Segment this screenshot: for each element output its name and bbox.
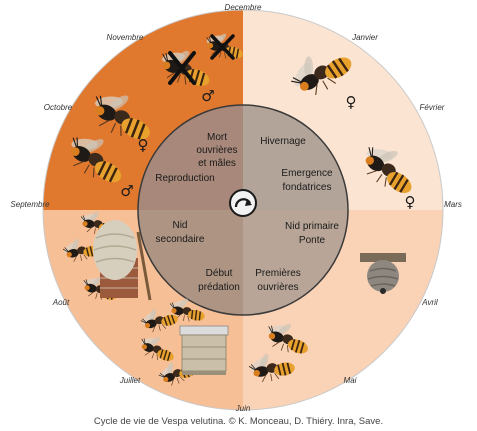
month-label-fevrier: Février (420, 103, 445, 112)
month-label-decembre: Decembre (225, 3, 262, 12)
cycle-arrow-icon (229, 189, 257, 217)
month-label-aout: Août (52, 298, 70, 307)
svg-text:prédation: prédation (198, 282, 240, 293)
phase-premieres-ouvrieres: Premières ouvrières (255, 268, 301, 293)
cross-mark-icon (168, 34, 235, 85)
phase-reproduction: Reproduction (155, 173, 214, 184)
female-symbol-icon: ♀ (138, 136, 149, 154)
phase-nid-primaire: Nid primaire Ponte (285, 221, 339, 246)
svg-text:Nid primaire: Nid primaire (285, 221, 339, 232)
svg-text:ouvrières: ouvrières (196, 145, 237, 156)
month-label-mai: Mai (344, 376, 357, 385)
svg-text:Premières: Premières (255, 268, 301, 279)
month-label-octobre: Octobre (44, 103, 73, 112)
phase-debut-predation: Début prédation (198, 268, 240, 293)
primary-nest-image (360, 253, 406, 294)
male-symbol-icon: ♂ (201, 87, 214, 105)
month-label-juillet: Juillet (119, 376, 141, 385)
month-label-septembre: Septembre (10, 200, 50, 209)
month-label-mars: Mars (444, 200, 462, 209)
month-label-janvier: Janvier (351, 33, 378, 42)
secondary-nest-image (93, 220, 152, 301)
month-label-avril: Avril (421, 298, 438, 307)
female-symbol-icon: ♀ (405, 193, 416, 211)
phase-emergence: Emergence fondatrices (281, 168, 333, 193)
svg-text:secondaire: secondaire (156, 234, 205, 245)
phase-nid-secondaire: Nid secondaire (156, 220, 205, 245)
svg-text:Emergence: Emergence (281, 168, 333, 179)
svg-text:Début: Début (206, 268, 233, 279)
female-symbol-icon: ♀ (346, 93, 357, 111)
svg-text:ouvrières: ouvrières (257, 282, 298, 293)
svg-text:Nid: Nid (172, 220, 187, 231)
caption: Cycle de vie de Vespa velutina. © K. Mon… (93, 416, 384, 427)
phase-hivernage: Hivernage (260, 136, 306, 147)
month-label-novembre: Novembre (107, 33, 144, 42)
svg-text:et mâles: et mâles (198, 158, 236, 169)
svg-text:fondatrices: fondatrices (283, 182, 332, 193)
beehive-image (179, 325, 229, 375)
svg-text:Ponte: Ponte (299, 235, 326, 246)
male-symbol-icon: ♂ (120, 182, 133, 200)
svg-text:Mort: Mort (207, 132, 227, 143)
phase-mort: Mort ouvrières et mâles (196, 132, 237, 169)
month-label-juin: Juin (235, 404, 251, 413)
